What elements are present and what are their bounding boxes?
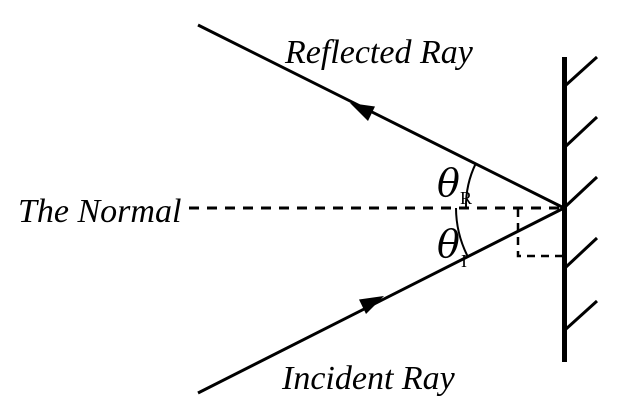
reflected-ray-arrowhead	[350, 103, 375, 121]
angle-of-reflection-label: θ R	[437, 161, 472, 208]
reflected-ray-line	[197, 23, 565, 210]
mirror-hatch-mark	[564, 55, 599, 87]
incident-ray-arrowhead	[359, 296, 384, 314]
theta-i-symbol: θ	[437, 222, 460, 266]
mirror-hatch-mark	[564, 236, 599, 269]
mirror-hatch-mark	[564, 115, 599, 148]
the-normal-label: The Normal	[18, 193, 181, 230]
angle-of-incidence-label: θ I	[437, 222, 467, 271]
mirror-hatching	[564, 55, 599, 331]
theta-i-arc	[455, 207, 469, 258]
theta-r-arc	[464, 162, 477, 209]
theta-r-symbol: θ	[437, 161, 460, 205]
mirror-hatch-mark	[564, 175, 599, 208]
right-angle-marker	[516, 209, 563, 258]
mirror-hatch-mark	[564, 299, 599, 331]
incident-ray-label: Incident Ray	[281, 360, 456, 397]
theta-i-subscript: I	[461, 251, 467, 271]
incident-ray-line	[197, 206, 565, 395]
reflected-ray-label: Reflected Ray	[284, 34, 474, 71]
theta-r-subscript: R	[460, 188, 472, 208]
